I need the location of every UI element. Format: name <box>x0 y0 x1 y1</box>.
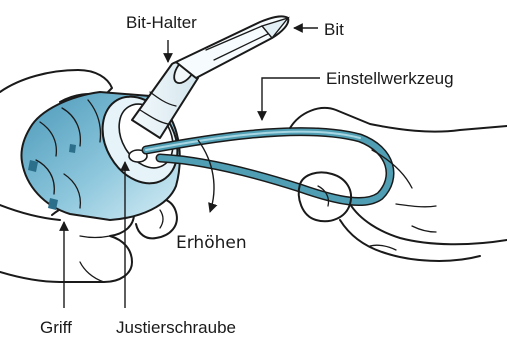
bit-label: Bit <box>324 20 344 39</box>
rotation-arrow <box>198 140 214 212</box>
adjust-tool <box>146 132 390 202</box>
increase-label: Erhöhen <box>176 233 247 253</box>
bit-holder-label: Bit-Halter <box>126 13 197 32</box>
adjust-tool-label: Einstellwerkzeug <box>326 69 454 88</box>
grip-label: Griff <box>40 318 72 337</box>
adjust-screw-label: Justierschraube <box>116 318 236 337</box>
